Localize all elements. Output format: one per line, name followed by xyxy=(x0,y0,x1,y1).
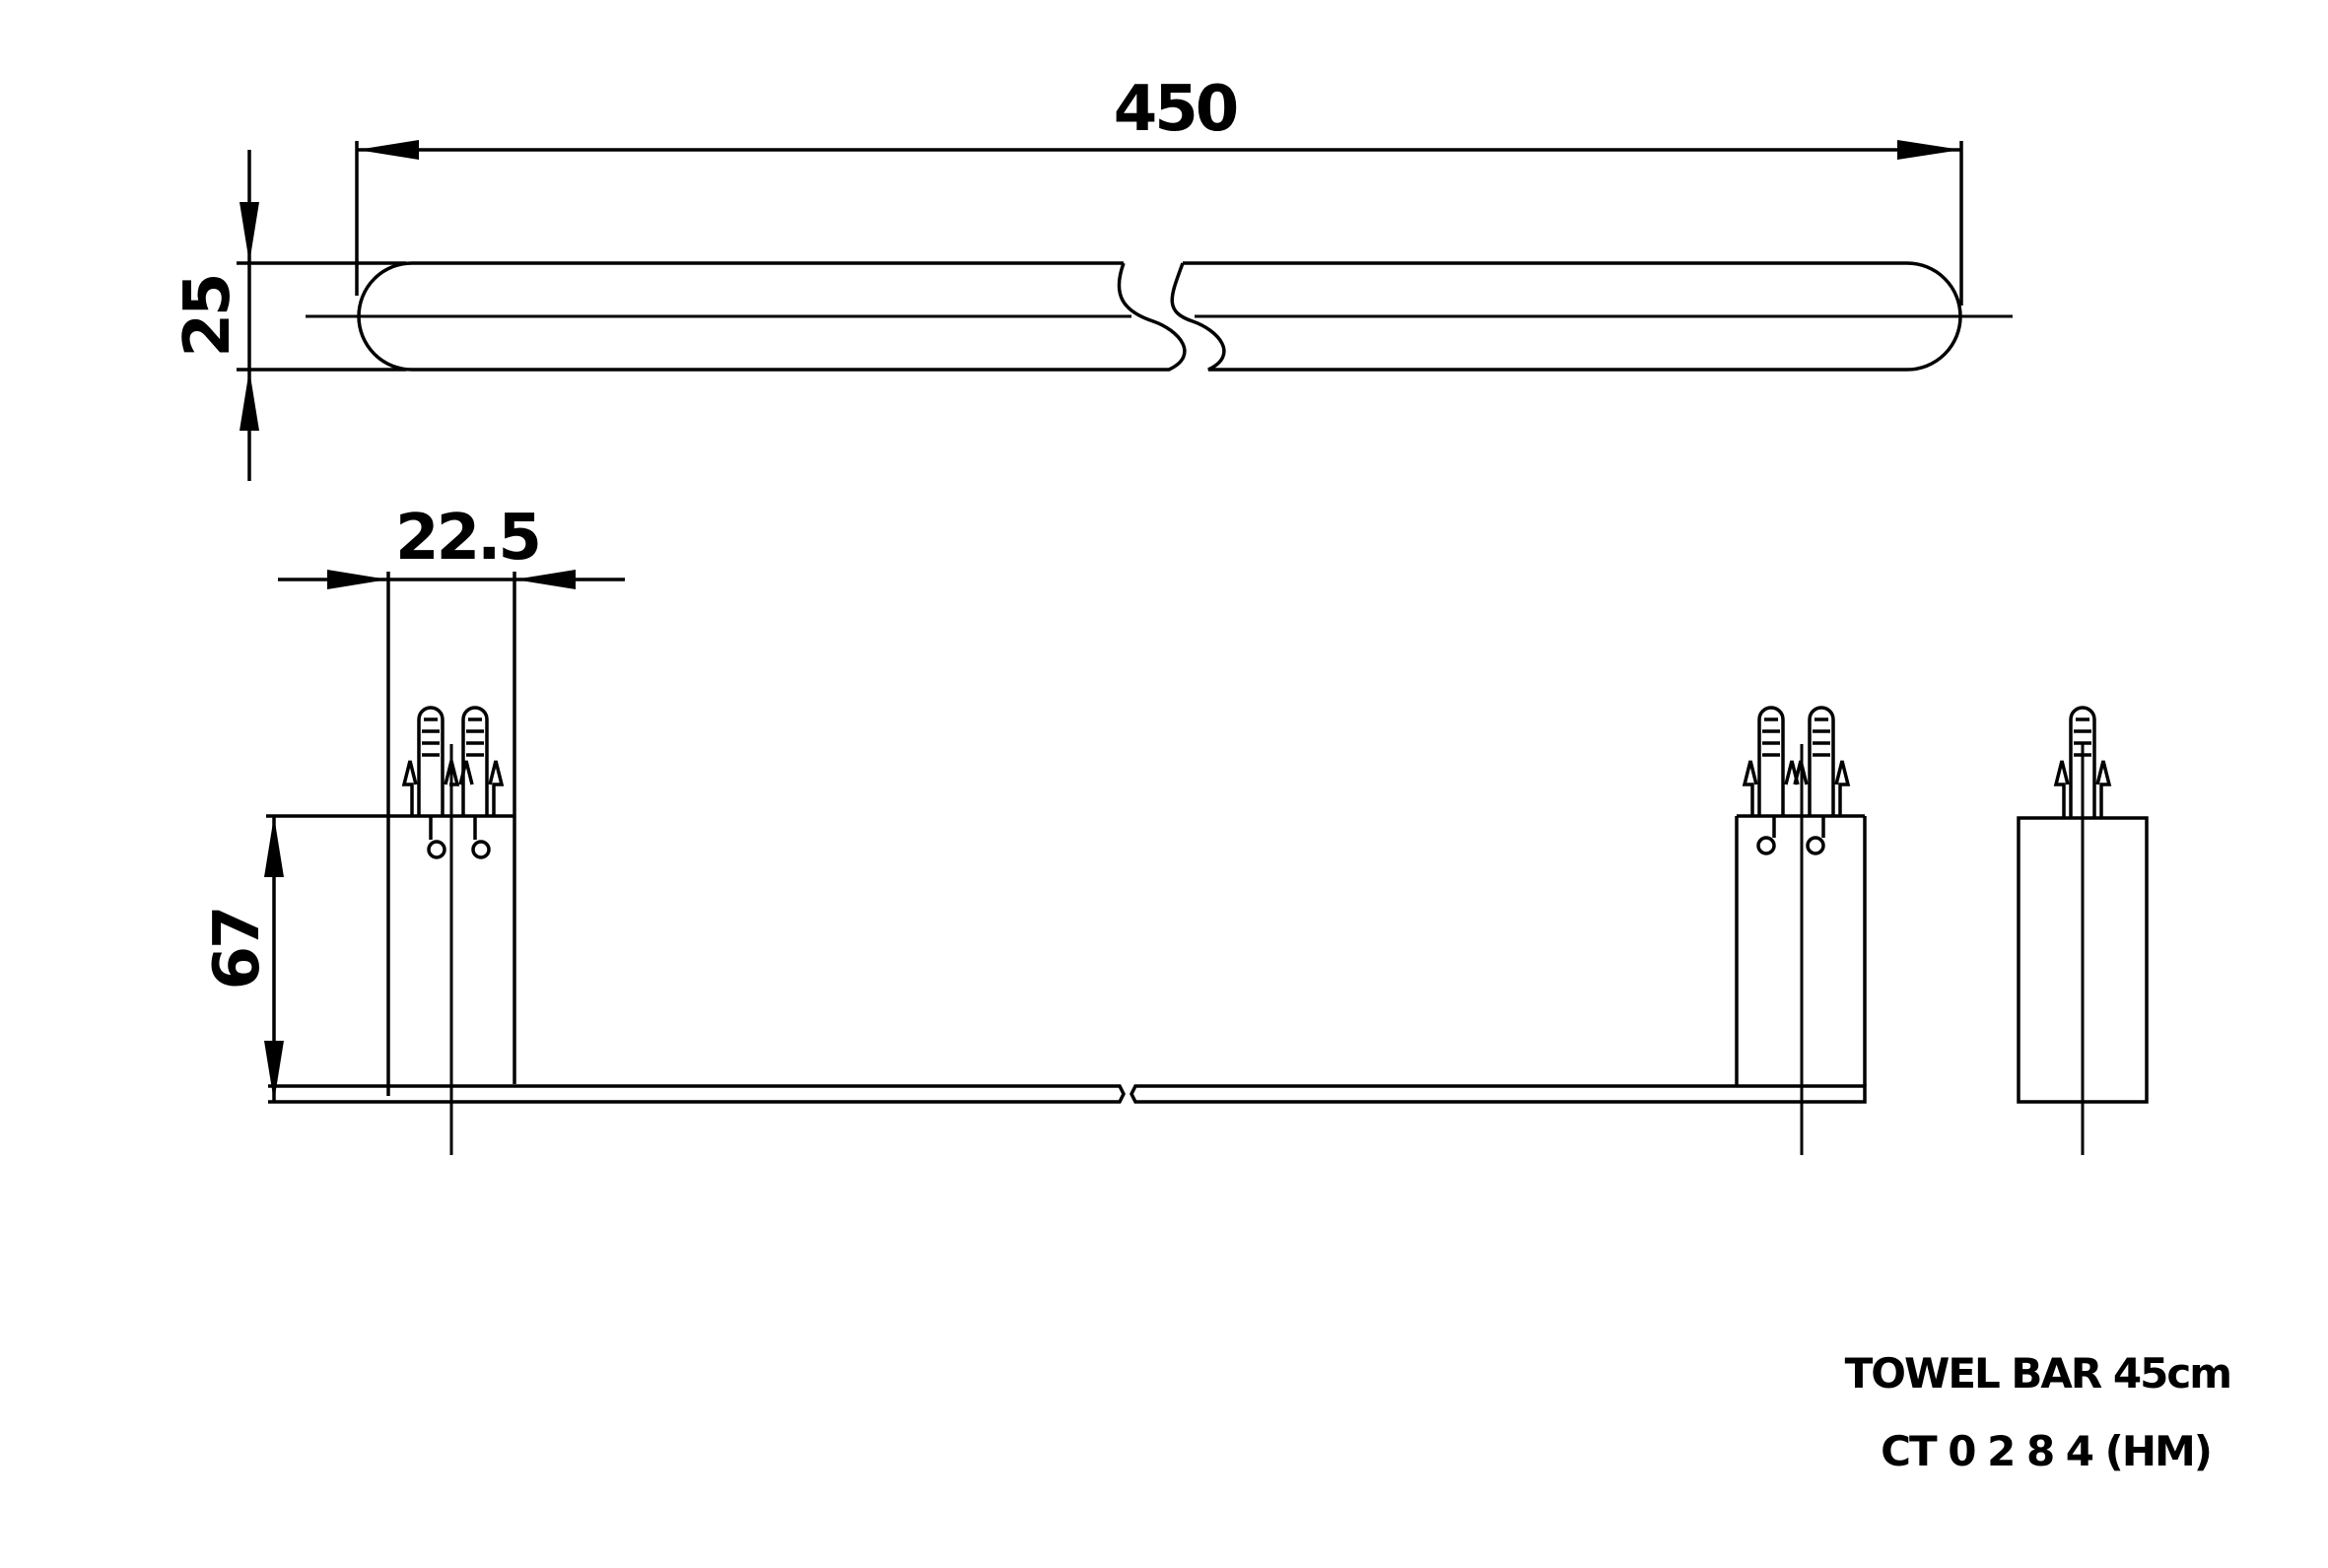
bar-outline-right xyxy=(1170,261,1962,372)
product-name: TOWEL BAR 45cm xyxy=(1845,1349,2230,1398)
right-wall-plug-1 xyxy=(1742,706,1800,855)
bar-outline-left xyxy=(357,261,1187,372)
side-wall-plug xyxy=(2053,706,2112,818)
arrowhead-up xyxy=(264,816,284,877)
left-wall-plug-1 xyxy=(401,706,460,859)
front-view: 22.5 67 xyxy=(201,502,1867,1155)
arrowhead-down xyxy=(264,1041,284,1102)
product-code: CT 0 2 8 4 (HM) xyxy=(1881,1427,2211,1475)
projection-label: 67 xyxy=(201,908,274,989)
height-dimension: 25 xyxy=(171,150,406,481)
arrowhead-down xyxy=(240,202,259,263)
bar-front-right xyxy=(1130,1084,1867,1104)
top-view: 450 25 xyxy=(171,73,2013,481)
arrowhead-left xyxy=(357,140,419,160)
bracket-width-dimension: 22.5 xyxy=(278,502,625,1096)
title-block: TOWEL BAR 45cm CT 0 2 8 4 (HM) xyxy=(1845,1349,2232,1475)
arrowhead-right xyxy=(1897,140,1961,160)
length-label: 450 xyxy=(1114,73,1237,146)
height-label: 25 xyxy=(171,275,244,357)
right-wall-plug-2 xyxy=(1793,706,1851,855)
left-wall-plug-2 xyxy=(458,706,505,859)
side-view xyxy=(2017,706,2149,1155)
length-dimension: 450 xyxy=(355,73,1963,306)
arrowhead-up xyxy=(240,370,259,431)
bracket-width-label: 22.5 xyxy=(395,502,539,575)
projection-dimension: 67 xyxy=(201,814,514,1102)
arrowhead-left xyxy=(514,570,576,589)
bar-front-left xyxy=(268,1084,1126,1104)
arrowhead-right xyxy=(327,570,388,589)
